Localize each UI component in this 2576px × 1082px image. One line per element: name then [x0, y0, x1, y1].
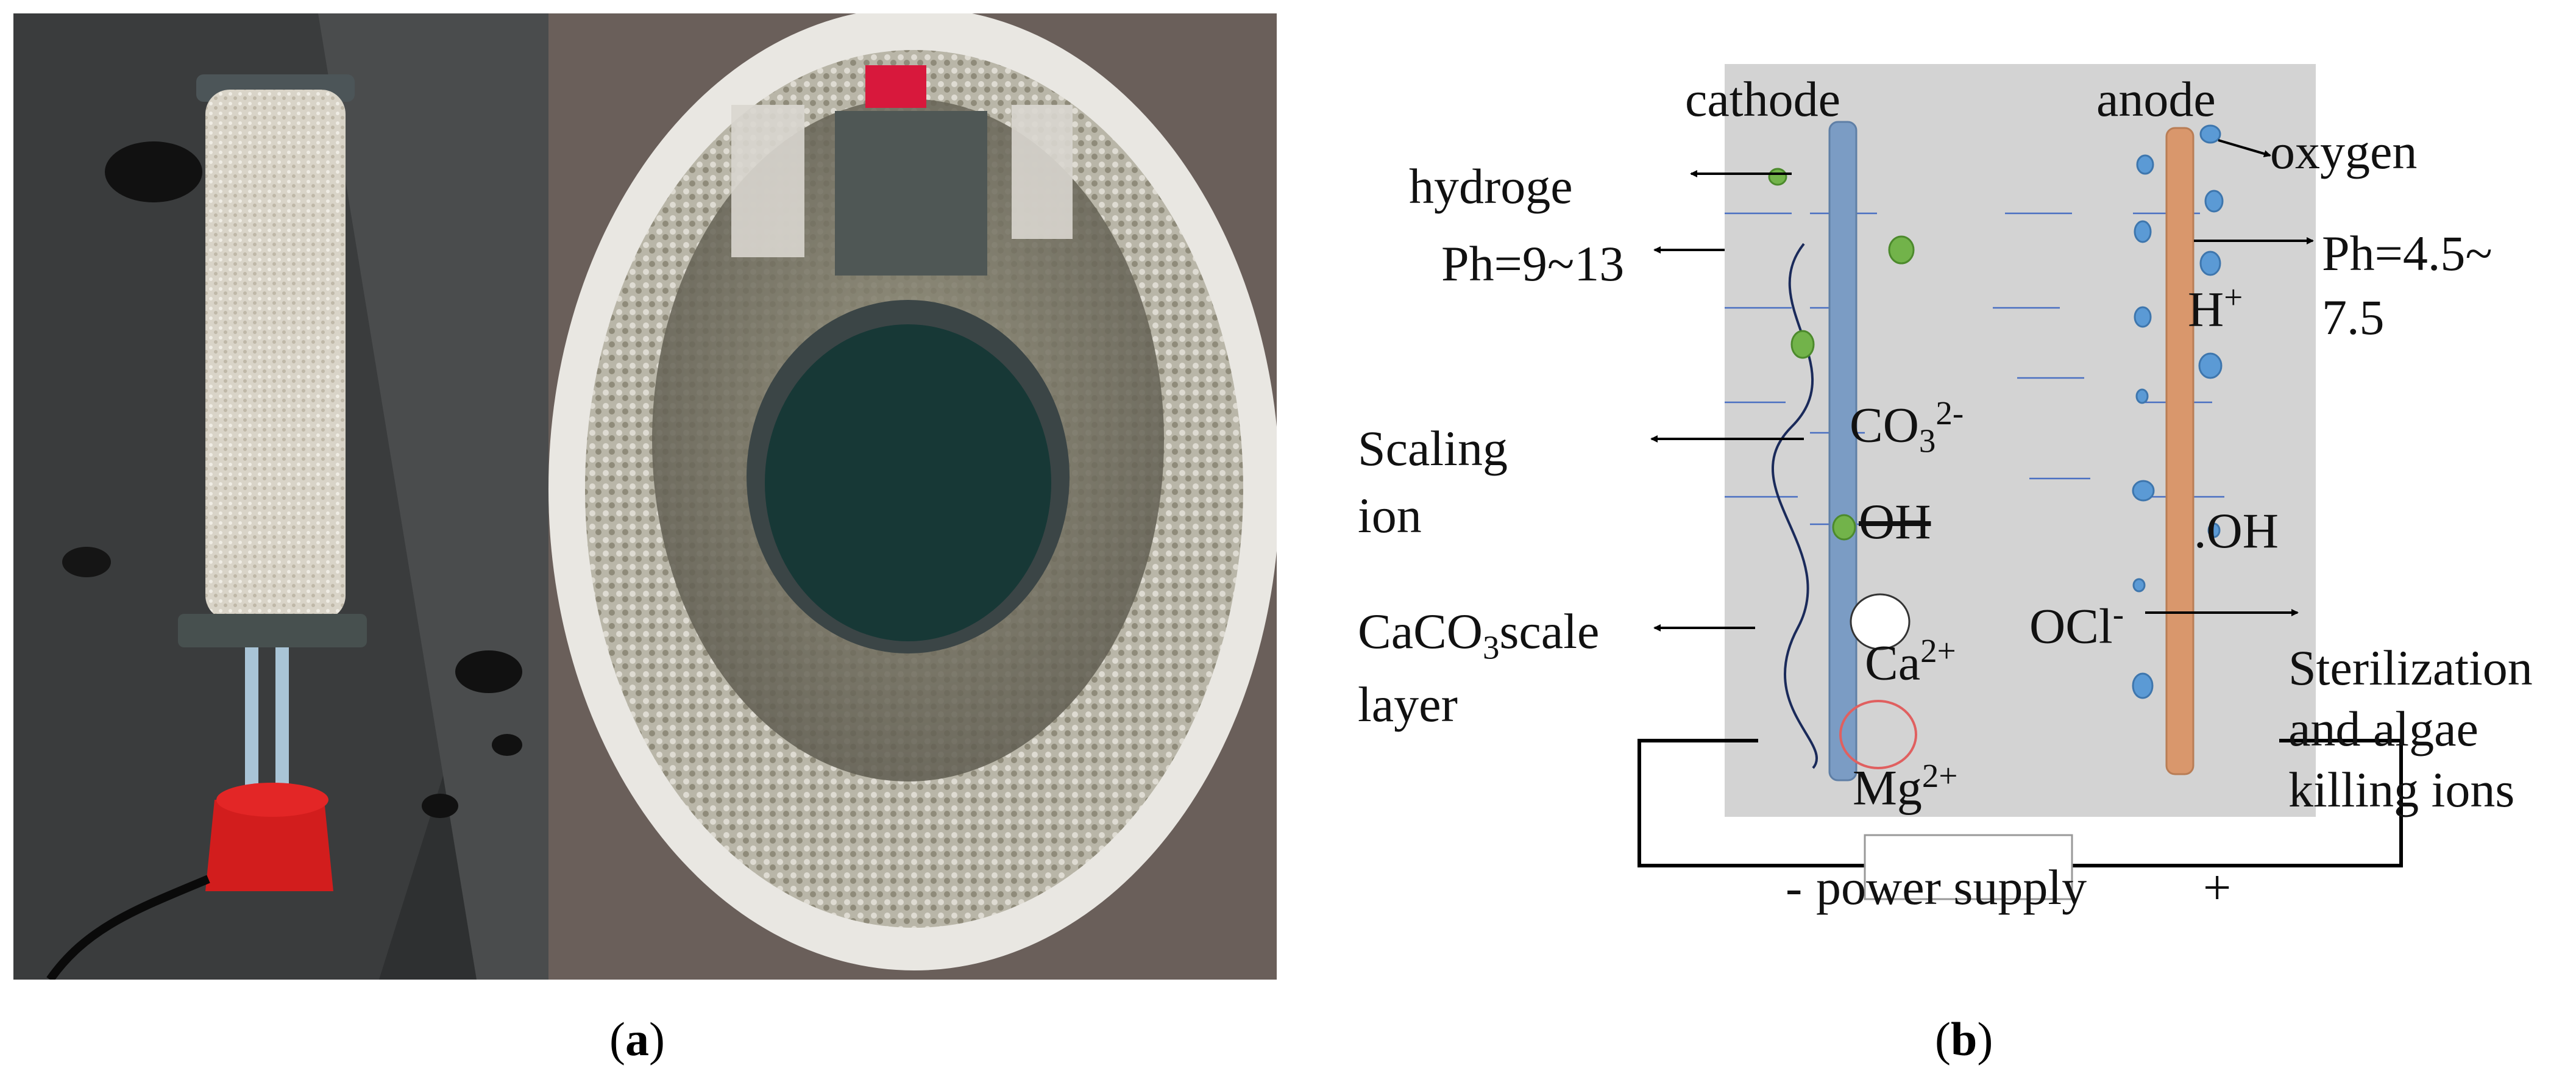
photo-electrode-image: [13, 13, 548, 980]
ca-ion-circle: [1850, 593, 1911, 650]
label-ca-ion: Ca2+: [1865, 632, 1956, 691]
label-mg-ion: Mg2+: [1853, 757, 1958, 816]
label-scaling-line1: Scaling: [1358, 421, 1508, 476]
label-ph-anode-line2: 7.5: [2322, 290, 2385, 345]
caption-a: (a): [609, 1013, 665, 1066]
label-scaling-line2: ion: [1358, 488, 1422, 543]
power-supply-box: [1864, 834, 2073, 900]
label-ph-cathode: Ph=9~13: [1441, 236, 1625, 291]
cathode-rod: [1828, 121, 1857, 781]
electrolyte-tank: [1725, 64, 2316, 817]
label-co3: CO32-: [1850, 394, 1964, 460]
label-layer: layer: [1358, 677, 1458, 732]
label-power-plus: +: [2203, 860, 2232, 915]
label-h-plus: H+: [2188, 279, 2243, 337]
oxygen-bubbles: [2132, 124, 2224, 699]
label-sterilization-line1: Sterilization: [2288, 640, 2533, 696]
diagram-graphics: [1637, 64, 2403, 900]
label-sterilization-line3: killing ions: [2288, 762, 2515, 817]
label-oxygen: oxygen: [2270, 124, 2418, 179]
label-cathode: cathode: [1685, 71, 1840, 127]
anode-rod: [2165, 127, 2195, 775]
arrows: [1650, 139, 2314, 632]
label-oh-radical: .OH: [2194, 503, 2279, 558]
caption-b: (b): [1935, 1013, 1993, 1066]
label-ph-anode-line1: Ph=4.5~: [2322, 226, 2493, 281]
label-hydrogen: hydroge: [1409, 158, 1573, 214]
photo-pipe-image: [548, 13, 1277, 980]
label-anode: anode: [2096, 71, 2216, 127]
electrolysis-diagram: cathode anode oxygen hydroge Ph=9~13 Ph=…: [1329, 49, 2572, 951]
hydrogen-bubbles: [1768, 168, 1915, 541]
label-caco3-scale: CaCO3scale: [1358, 603, 1600, 666]
mg-ion-ring: [1839, 700, 1917, 769]
label-ocl: OCl-: [2029, 596, 2124, 654]
label-power-supply: power supply: [1816, 860, 2087, 915]
photo-electrode-scaled: [13, 13, 548, 980]
label-oh-minus: OH: [1859, 494, 1931, 549]
label-power-minus: -: [1786, 860, 1803, 915]
photo-pipe-interior: [548, 13, 1277, 980]
label-sterilization-line2: and algae: [2288, 701, 2478, 756]
